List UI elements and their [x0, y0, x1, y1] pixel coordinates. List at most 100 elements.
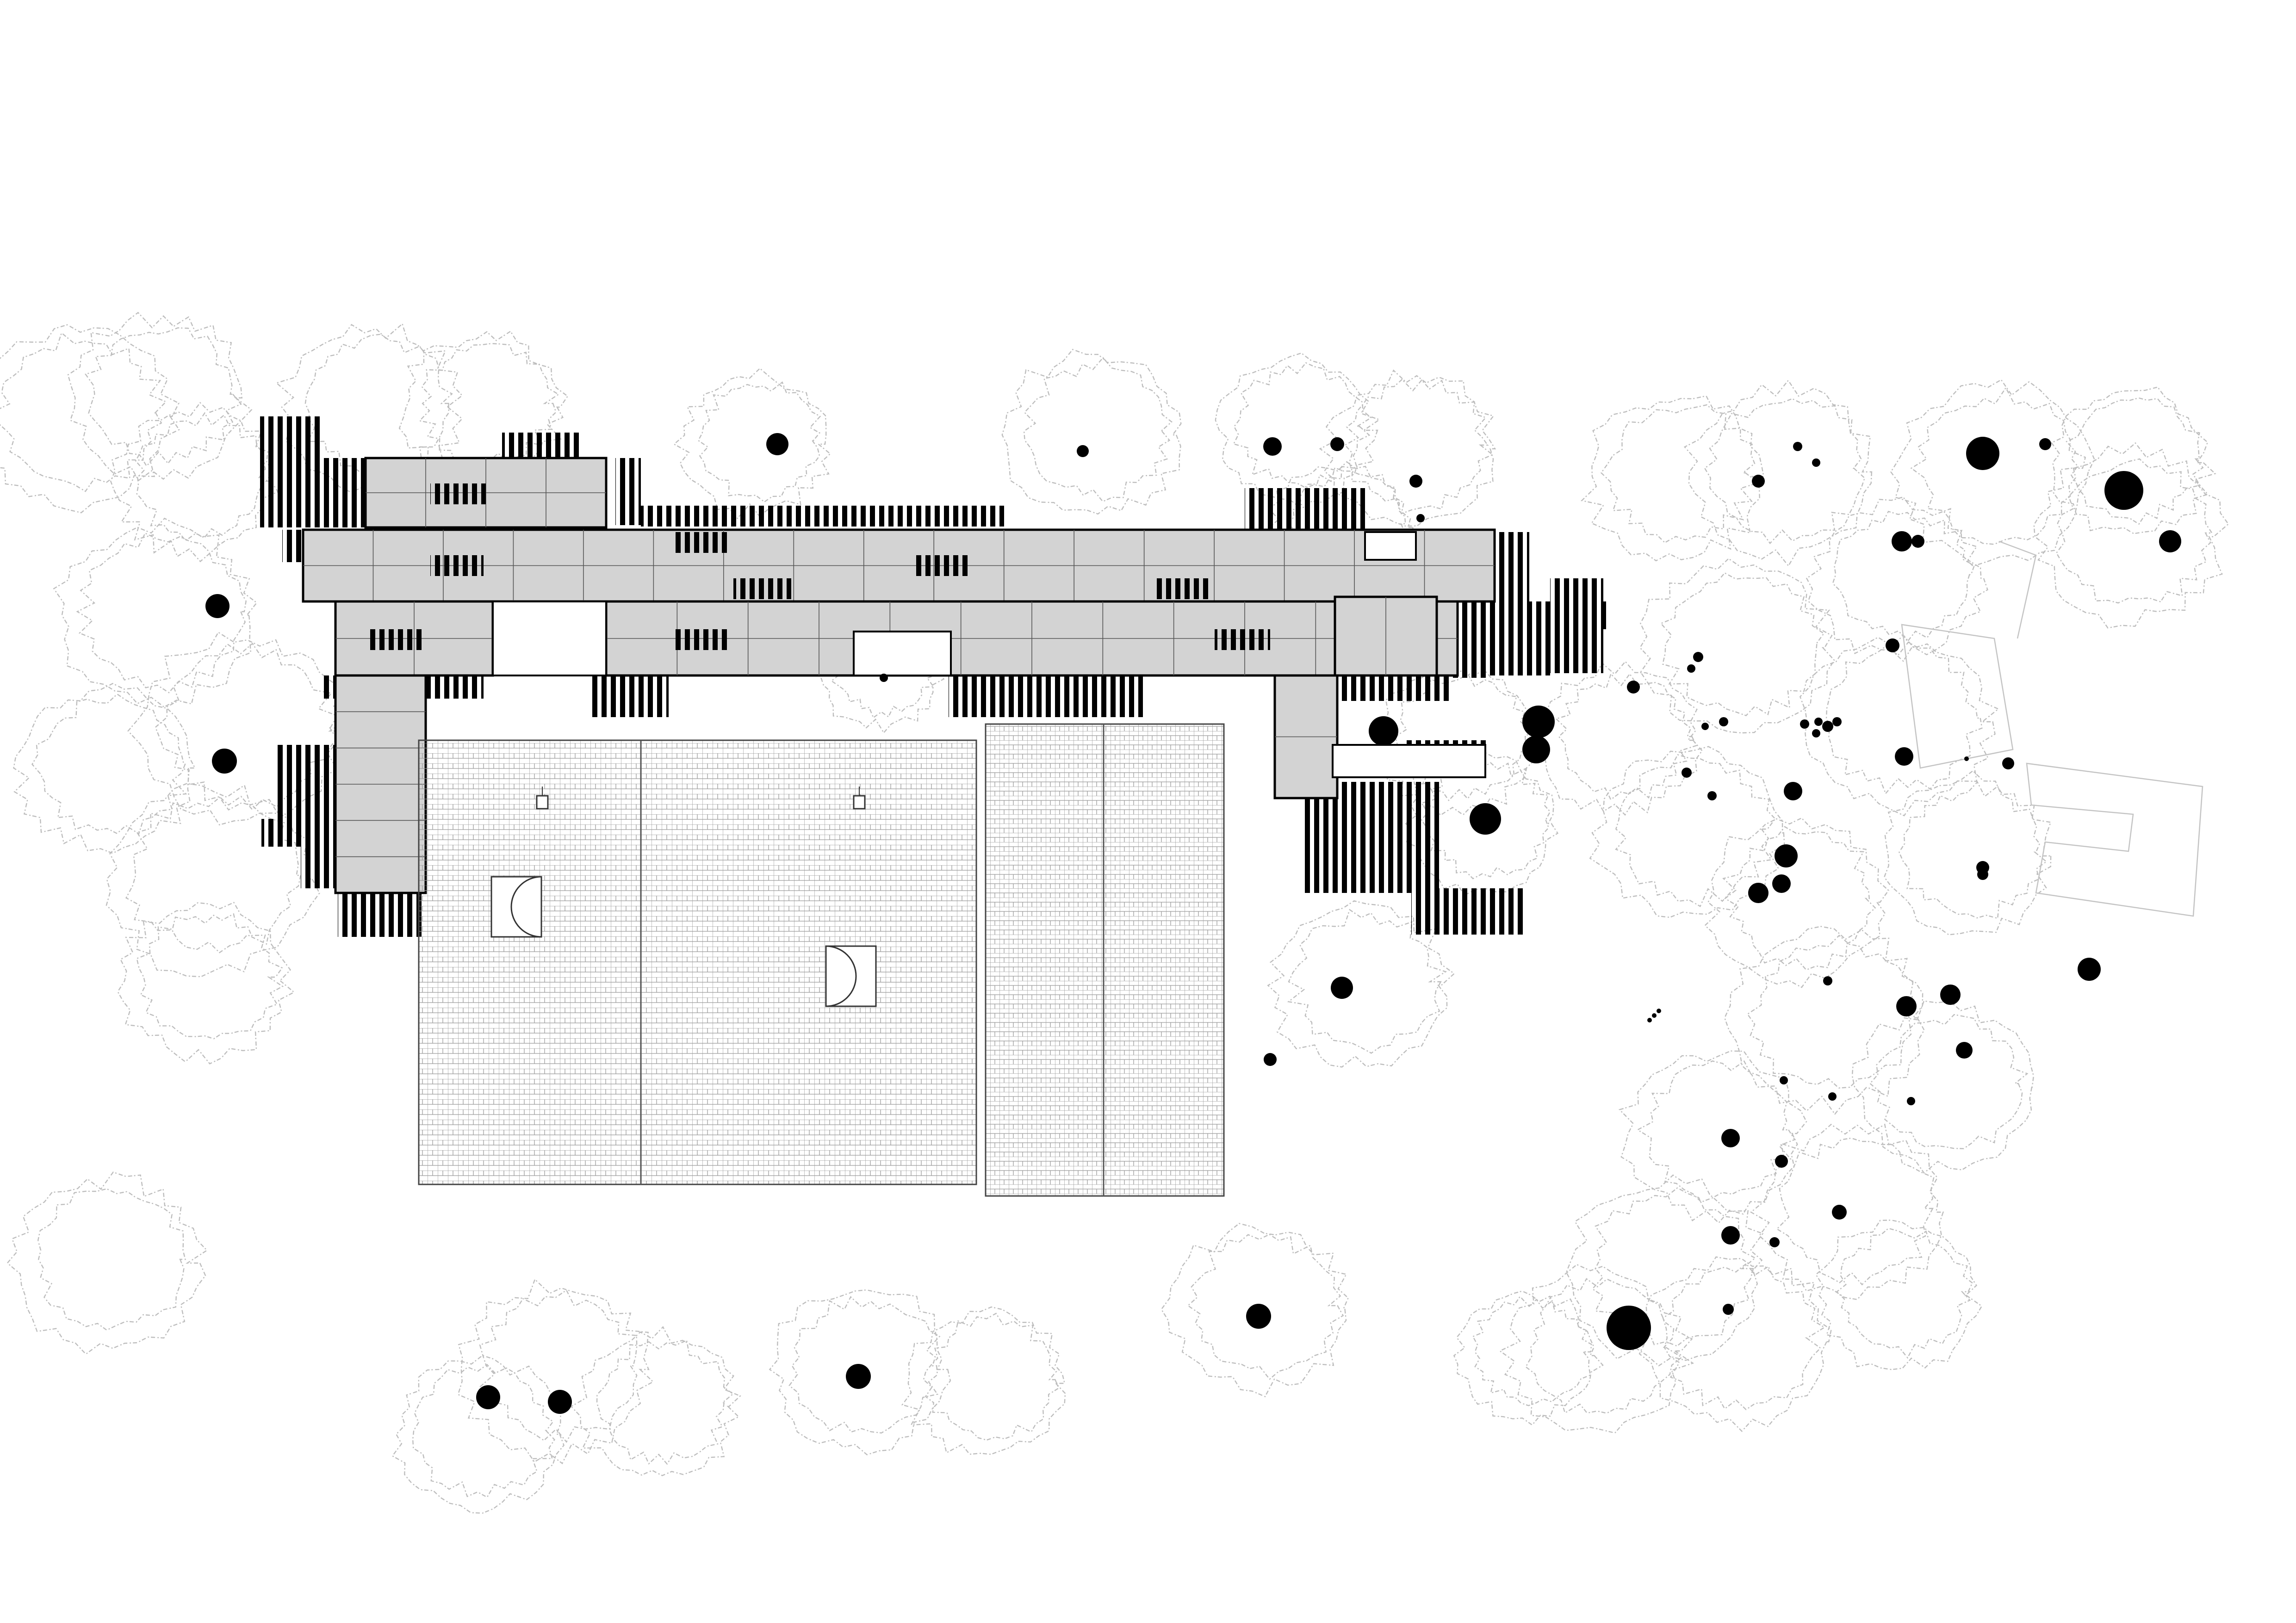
- tree-trunk: [1823, 976, 1832, 985]
- tree-canopy-outline: [1910, 386, 2086, 545]
- tree-canopy-outline: [1023, 357, 1173, 502]
- tree-canopy-outline: [1618, 1050, 1807, 1224]
- tree-canopy-outline: [105, 783, 320, 978]
- hatched-deck-strip: [1545, 601, 1610, 629]
- tree-canopy-outline: [37, 1188, 186, 1331]
- existing-wall-outlines: [1901, 540, 2203, 917]
- tree-trunk: [1793, 442, 1802, 451]
- gridded-paving-field-left: [418, 739, 977, 1185]
- tree-trunk: [1522, 736, 1550, 763]
- tree-canopy-outline: [457, 1278, 654, 1464]
- hatched-inset: [1157, 578, 1212, 599]
- tree-canopy-outline: [1704, 398, 1866, 545]
- tree-trunk: [1416, 514, 1425, 522]
- tree-trunk: [1723, 1304, 1734, 1315]
- tree-canopy-outline: [136, 913, 284, 1040]
- tree-canopy-outline: [67, 311, 253, 482]
- hatched-inset: [673, 532, 731, 553]
- half-round-opening-2: [825, 945, 877, 1007]
- tree-trunk: [1892, 531, 1912, 551]
- tree-canopy-outline: [1639, 558, 1835, 734]
- tree-trunk: [1721, 1129, 1740, 1147]
- tree-trunk: [1652, 1013, 1657, 1018]
- tree-canopy-outline: [1373, 667, 1545, 816]
- tree-canopy-outline: [1704, 817, 1890, 988]
- tree-trunk: [1335, 977, 1348, 990]
- tree-trunk: [1701, 723, 1709, 730]
- tree-canopy-outline: [1600, 404, 1760, 544]
- tree-trunk: [1812, 458, 1820, 467]
- tree-trunk: [1832, 1205, 1847, 1220]
- tree-canopy-outline: [1746, 935, 1917, 1089]
- tree-trunk: [1707, 791, 1717, 800]
- tree-canopy-outline: [1565, 1174, 1764, 1367]
- hatched-inset: [370, 629, 423, 650]
- tree-canopy-outline: [570, 1326, 741, 1476]
- tree-canopy-outline: [117, 902, 295, 1065]
- small-fixture-2: [853, 787, 866, 810]
- tree-trunk: [1977, 869, 1988, 880]
- hatched-inset: [1215, 629, 1270, 650]
- tree-canopy-outline: [1555, 673, 1697, 801]
- tree-trunk: [1828, 1092, 1837, 1101]
- tree-trunk: [846, 1364, 871, 1389]
- tree-canopy-outline: [76, 532, 247, 694]
- tree-trunk: [880, 674, 888, 682]
- tree-trunk: [1814, 718, 1823, 726]
- hatched-inset: [673, 629, 731, 650]
- tree-trunk: [1769, 1237, 1780, 1247]
- tree-canopy-outline: [1233, 362, 1372, 489]
- tree-trunk: [1896, 996, 1917, 1016]
- courtyard-void: [1364, 531, 1417, 561]
- hatched-deck-strip: [275, 745, 338, 819]
- courtyard-void: [492, 601, 607, 676]
- tree-trunk: [1812, 729, 1820, 737]
- tree-canopy-outline: [1580, 395, 1765, 562]
- tree-trunk: [2039, 438, 2051, 450]
- half-round-opening-1: [490, 876, 542, 938]
- hatched-deck-strip: [502, 433, 581, 458]
- hatched-deck-strip: [615, 458, 641, 525]
- hatched-deck-strip: [949, 675, 1143, 717]
- tree-canopy-outline: [1499, 1264, 1694, 1434]
- tree-canopy-outline: [1724, 926, 1925, 1115]
- tree-trunk: [1607, 1306, 1651, 1350]
- tree-trunk: [1895, 747, 1913, 766]
- tree-canopy-outline: [1532, 661, 1703, 816]
- tree-trunk: [1721, 1226, 1740, 1245]
- hatched-deck-strip: [592, 675, 669, 717]
- hatched-inset: [733, 578, 791, 599]
- tree-trunk: [1687, 664, 1695, 673]
- tree-canopy-outline: [2033, 442, 2229, 629]
- tree-trunk: [1832, 717, 1842, 726]
- tree-canopy-outline: [1344, 378, 1494, 514]
- tree-trunk: [1800, 719, 1809, 729]
- tree-canopy-outline: [1187, 1233, 1344, 1380]
- tree-trunk: [1964, 756, 1969, 761]
- hatched-deck-strip: [1337, 675, 1453, 701]
- tree-trunk: [205, 594, 230, 618]
- courtyard-void: [1332, 744, 1486, 778]
- tree-canopy-outline: [1832, 510, 1975, 643]
- tree-canopy-outline: [1405, 749, 1559, 896]
- tree-canopy-outline: [125, 796, 302, 954]
- tree-canopy-outline: [1899, 781, 2048, 919]
- tree-canopy-outline: [1215, 352, 1381, 510]
- tree-trunk: [1748, 883, 1769, 903]
- tree-canopy-outline: [13, 683, 196, 854]
- tree-canopy-outline: [1001, 348, 1182, 515]
- tree-canopy-outline: [1883, 770, 2052, 935]
- tree-trunk: [2159, 530, 2181, 552]
- tree-trunk: [1369, 716, 1398, 746]
- tree-canopy-outline: [901, 1306, 1066, 1455]
- hatched-inset: [430, 555, 484, 576]
- tree-canopy-outline: [1750, 1123, 1944, 1301]
- tree-trunk: [1775, 844, 1798, 867]
- tree-canopy-outline: [0, 324, 180, 514]
- tree-canopy-outline: [479, 1289, 638, 1443]
- tree-trunk: [1330, 437, 1344, 451]
- tree-canopy-outline: [1662, 1263, 1826, 1411]
- tree-trunk: [548, 1390, 572, 1414]
- tree-trunk: [1907, 1097, 1915, 1105]
